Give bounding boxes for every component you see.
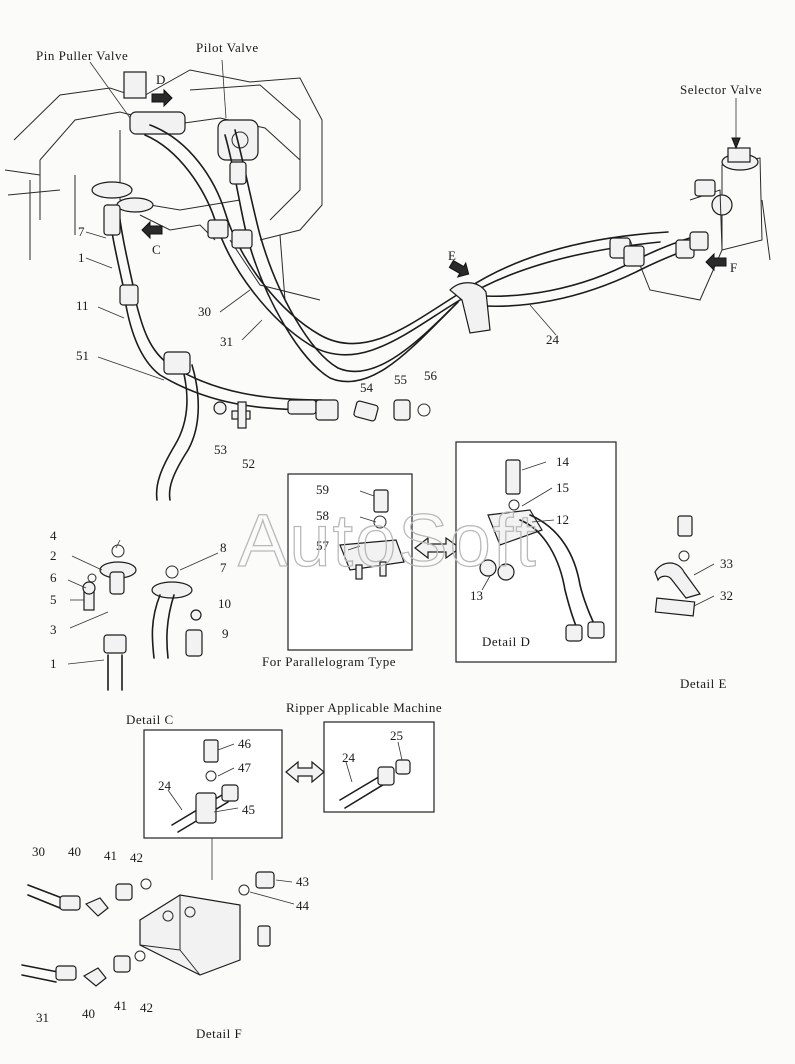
part-numbers-detail-d: 14 15 12 13 — [470, 454, 570, 603]
part-numbers-parallelogram: 59 58 57 — [316, 482, 330, 553]
part-number: 32 — [720, 588, 733, 603]
part-number: 57 — [316, 538, 330, 553]
part-number: 44 — [296, 898, 310, 913]
part-number: 1 — [78, 250, 85, 265]
part-number: 13 — [470, 588, 483, 603]
part-number: 52 — [242, 456, 255, 471]
view-letter-f: F — [730, 260, 737, 275]
part-number: 11 — [76, 298, 89, 313]
part-number: 41 — [114, 998, 127, 1013]
pin-puller-valve-title: Pin Puller Valve — [36, 48, 128, 63]
part-number: 55 — [394, 372, 407, 387]
part-number: 47 — [238, 760, 252, 775]
part-numbers-ripper: 25 24 — [342, 728, 403, 765]
detail-e-clamp — [654, 515, 701, 617]
part-number: 42 — [130, 850, 143, 865]
part-number: 9 — [222, 626, 229, 641]
part-number: 54 — [360, 380, 374, 395]
detail-c-title: Detail C — [126, 712, 174, 727]
part-number: 2 — [50, 548, 57, 563]
watermark-text: AutoSoft — [238, 499, 538, 582]
main-pipe-runs — [107, 124, 701, 501]
part-number: 45 — [242, 802, 255, 817]
pilot-valve-title: Pilot Valve — [196, 40, 259, 55]
part-number: 25 — [390, 728, 403, 743]
part-number: 24 — [546, 332, 560, 347]
part-number: 24 — [342, 750, 356, 765]
part-number: 42 — [140, 1000, 153, 1015]
view-letter-e: E — [448, 248, 456, 263]
part-number: 15 — [556, 480, 569, 495]
part-number: 43 — [296, 874, 309, 889]
flange-detail-left — [82, 544, 203, 691]
part-numbers-main: 7 1 11 51 30 31 24 54 55 56 53 52 — [76, 224, 560, 471]
part-number: 5 — [50, 592, 57, 607]
part-numbers-detail-f: 30 40 41 42 43 44 31 40 41 42 — [32, 844, 310, 1025]
selector-valve-block — [629, 98, 771, 301]
part-number: 31 — [36, 1010, 49, 1025]
part-number: 33 — [720, 556, 733, 571]
part-number: 7 — [220, 560, 227, 575]
part-number: 8 — [220, 540, 227, 555]
double-arrows — [285, 536, 462, 784]
part-numbers-detail-e: 33 32 — [720, 556, 733, 603]
detail-d-box — [455, 441, 617, 663]
part-number: 10 — [218, 596, 231, 611]
part-number: 51 — [76, 348, 89, 363]
selector-valve-title: Selector Valve — [680, 82, 762, 97]
detail-d-title: Detail D — [482, 634, 530, 649]
part-number: 3 — [50, 622, 57, 637]
part-number: 30 — [32, 844, 45, 859]
part-number: 59 — [316, 482, 329, 497]
leader-lines — [67, 59, 715, 905]
for-parallelogram-type-title: For Parallelogram Type — [262, 654, 396, 669]
view-letters: D C E F — [152, 72, 737, 275]
part-number: 56 — [424, 368, 438, 383]
view-letter-c: C — [152, 242, 161, 257]
part-numbers-detail-c: 46 47 24 45 — [158, 736, 255, 817]
view-letter-d: D — [156, 72, 165, 87]
part-number: 40 — [68, 844, 81, 859]
detail-c-box — [143, 729, 283, 839]
part-number: 4 — [50, 528, 57, 543]
part-number: 24 — [158, 778, 172, 793]
part-number: 46 — [238, 736, 252, 751]
diagram-titles: Pin Puller Valve Pilot Valve Selector Va… — [36, 40, 762, 1041]
part-number: 31 — [220, 334, 233, 349]
detail-e-title: Detail E — [680, 676, 727, 691]
ripper-applicable-machine-title: Ripper Applicable Machine — [286, 700, 442, 715]
main-fittings — [91, 161, 709, 429]
detail-f-block — [21, 838, 275, 987]
part-number: 41 — [104, 848, 117, 863]
part-number: 40 — [82, 1006, 95, 1021]
part-number: 1 — [50, 656, 57, 671]
part-number: 53 — [214, 442, 227, 457]
part-number: 12 — [556, 512, 569, 527]
part-number: 58 — [316, 508, 329, 523]
part-number: 30 — [198, 304, 211, 319]
parallelogram-detail — [287, 473, 413, 651]
part-number: 7 — [78, 224, 85, 239]
part-numbers-left-detail: 4 2 6 5 3 1 8 7 10 9 — [50, 528, 231, 671]
view-arrows — [141, 88, 727, 278]
detail-f-title: Detail F — [196, 1026, 242, 1041]
part-number: 14 — [556, 454, 570, 469]
part-number: 6 — [50, 570, 57, 585]
ripper-box — [323, 721, 435, 813]
